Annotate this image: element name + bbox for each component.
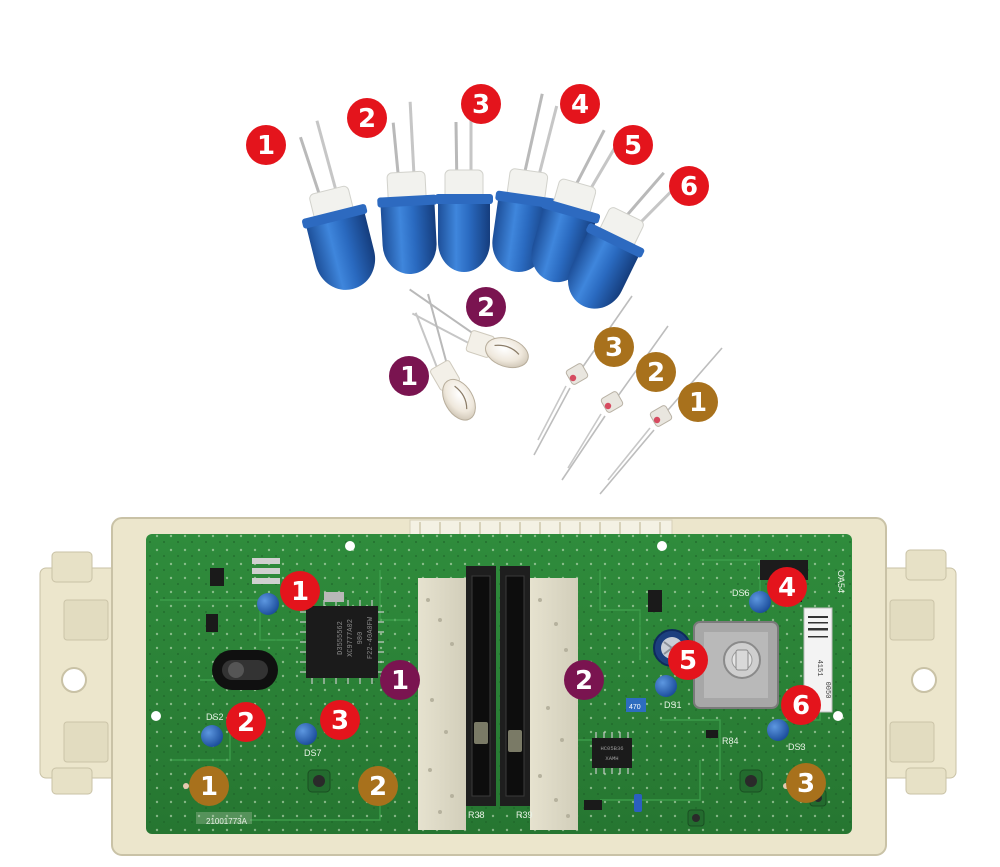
board-led-marker-1: 1 [280,571,320,611]
blue-led-1 [299,120,376,290]
trimmer-pads [307,769,827,827]
svg-text:4151: 4151 [815,660,823,677]
board-photodiode-marker-2: 2 [358,766,398,806]
toggle-switch [212,650,278,690]
svg-text:1: 1 [400,362,418,392]
label-ds3: DS3 [788,742,806,752]
led-group [299,93,675,309]
svg-text:4: 4 [778,573,796,603]
svg-text:0050: 0050 [823,682,831,699]
slider-right [500,566,578,830]
photodiode-3 [533,295,633,456]
board-bulb-markers: 1 2 [380,660,604,700]
incandescent-bulb-2 [409,288,529,369]
label-board-code: 21001773A [206,817,248,826]
incandescent-bulb-1 [414,293,476,421]
photodiode-badge-3: 3 [594,327,634,367]
board-bulb-marker-1: 1 [380,660,420,700]
svg-text:D3555562: D3555562 [337,621,345,655]
photodiode-badge-1: 1 [678,382,718,422]
svg-text:2: 2 [358,104,376,134]
bulb-badge-1: 1 [389,356,429,396]
svg-text:2: 2 [369,772,387,802]
blue-led-6 [568,171,675,309]
svg-text:HC05B36: HC05B36 [600,745,623,752]
board-led-ds7 [295,723,317,745]
blue-led-2 [377,101,438,274]
svg-text:F22-40A0FW: F22-40A0FW [367,616,375,659]
board-photodiode-marker-1: 1 [189,766,229,806]
svg-text:1: 1 [391,666,409,696]
label-r38: R38 [468,810,485,820]
board-led-marker-3: 3 [320,700,360,740]
led-badge-6: 6 [669,166,709,206]
photodiode-1 [599,347,723,495]
svg-text:XC9777A02: XC9777A02 [347,619,355,657]
board-photodiode-markers: 1 2 3 [189,763,826,806]
blue-led-3 [435,97,493,272]
label-corner-code: OA54 [836,570,846,593]
board-led-marker-5: 5 [668,640,708,680]
label-470: 470 [629,704,641,711]
board-led-markers: 1 2 3 4 5 6 [226,567,821,742]
control-panel: D3555562 XC9777A02 980 F22-40A0FW HC05B3… [39,517,957,856]
svg-text:1: 1 [257,131,275,161]
board-led-ds1 [655,675,677,697]
bulb-badge-2: 2 [466,287,506,327]
left-mounting-clip [39,551,123,795]
board-led-marker-4: 4 [767,567,807,607]
svg-text:4: 4 [571,90,589,120]
label-ds2: DS2 [206,712,224,722]
board-led-marker-2: 2 [226,702,266,742]
svg-text:3: 3 [331,706,349,736]
led-badge-5: 5 [613,125,653,165]
bulb-group [409,288,529,421]
svg-text:6: 6 [792,691,810,721]
led-badge-1: 1 [246,125,286,165]
svg-text:2: 2 [477,293,495,323]
svg-text:1: 1 [689,388,707,418]
label-r84: R84 [722,736,739,746]
photodiode-badge-2: 2 [636,352,676,392]
bulb-number-badges: 2 1 [389,287,506,396]
led-number-badges: 1 2 3 4 5 6 [246,84,709,206]
slider-left [418,566,496,830]
led-badge-2: 2 [347,98,387,138]
led-badge-3: 3 [461,84,501,124]
board-led-ds1-top [257,593,279,615]
board-led-ds6 [749,591,771,613]
secondary-ic-chip: HC05B36 XAMH [592,732,632,774]
svg-text:1: 1 [200,772,218,802]
label-ds7: DS7 [304,748,322,758]
svg-text:980: 980 [357,632,365,645]
board-led-ds2 [201,725,223,747]
svg-text:5: 5 [679,646,697,676]
svg-text:3: 3 [605,333,623,363]
right-mounting-clip [875,549,957,795]
silkscreen-labels: DS2 DS7 DS6 DS1 DS3 R84 R38 R39 470 2100… [206,570,846,826]
label-ds6: DS6 [732,588,750,598]
board-led-ds3 [767,719,789,741]
board-bulb-marker-2: 2 [564,660,604,700]
led-badge-4: 4 [560,84,600,124]
photodiode-number-badges: 3 2 1 [594,327,718,422]
svg-text:2: 2 [575,666,593,696]
svg-text:3: 3 [472,90,490,120]
svg-text:5: 5 [624,131,642,161]
svg-text:XAMH: XAMH [605,755,618,762]
main-ic-chip: D3555562 XC9777A02 980 F22-40A0FW [300,600,384,684]
board-photodiode-marker-3: 3 [786,763,826,803]
svg-text:1: 1 [291,577,309,607]
board-leds [201,591,789,747]
svg-text:2: 2 [647,358,665,388]
label-r39: R39 [516,810,533,820]
svg-text:3: 3 [797,769,815,799]
svg-text:2: 2 [237,708,255,738]
svg-text:6: 6 [680,172,698,202]
blue-led-4 [492,93,559,273]
rotary-knob [693,621,779,709]
label-ds1: DS1 [664,700,682,710]
board-led-marker-6: 6 [781,685,821,725]
